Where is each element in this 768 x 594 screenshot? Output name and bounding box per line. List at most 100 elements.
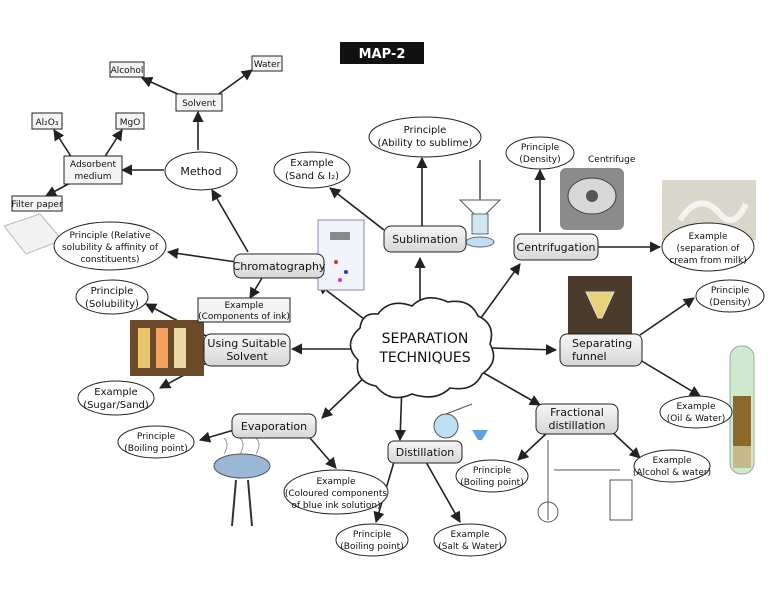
mgo-label: MgO bbox=[120, 118, 141, 128]
separating-funnel-example-line1: Example bbox=[676, 402, 716, 412]
suitable-solvent-example-line1: Example bbox=[94, 387, 137, 398]
center-node: SEPARATION TECHNIQUES bbox=[349, 297, 495, 399]
fractional-distillation-principle-line2: (Boiling point) bbox=[460, 478, 523, 488]
centrifugation-principle-line1: Principle bbox=[521, 143, 560, 153]
chromatography-apparatus-icon bbox=[317, 219, 365, 291]
separating-funnel-image bbox=[568, 276, 632, 334]
sublimation-principle: Principle (Ability to sublime) bbox=[368, 116, 482, 158]
chromatography-filter-paper: Filter paper bbox=[11, 195, 63, 212]
node-chromatography: Chromatography bbox=[233, 253, 326, 279]
sublimation-example-line1: Example bbox=[290, 158, 333, 169]
node-evaporation: Evaporation bbox=[231, 413, 317, 439]
solvent-label: Solvent bbox=[182, 99, 216, 109]
distillation-label: Distillation bbox=[396, 446, 455, 459]
centrifugation-principle-line2: (Density) bbox=[519, 155, 560, 165]
evaporation-principle-line2: (Boiling point) bbox=[124, 444, 187, 454]
chromatography-example-line2: (Components of ink) bbox=[198, 312, 290, 322]
chromatography-alcohol: Alcohol bbox=[109, 61, 145, 78]
water-label: Water bbox=[254, 60, 281, 70]
chromatography-principle-line1: Principle (Relative bbox=[69, 231, 151, 241]
solvent-bottles-image bbox=[130, 320, 204, 376]
node-separating-funnel: Separating funnel bbox=[559, 333, 643, 367]
fractional-distillation-principle: Principle (Boiling point) bbox=[455, 459, 529, 493]
centrifugation-label: Centrifugation bbox=[517, 241, 596, 254]
evaporation-example-line1: Example bbox=[316, 477, 356, 487]
chromatography-principle-line2: solubility & affinity of bbox=[62, 243, 159, 253]
node-distillation: Distillation bbox=[387, 440, 463, 464]
suitable-solvent-principle: Principle (Solubility) bbox=[75, 279, 149, 315]
evaporation-label: Evaporation bbox=[241, 420, 307, 433]
chromatography-principle-line3: constituents) bbox=[80, 255, 139, 265]
distillation-example-line2: (Salt & Water) bbox=[438, 542, 502, 552]
evaporation-burner-icon bbox=[213, 437, 271, 527]
centrifugation-example: Example (separation of cream from milk) bbox=[661, 222, 755, 272]
centrifugation-example-line3: cream from milk) bbox=[669, 256, 746, 266]
evaporation-example-line3: of blue ink solution) bbox=[291, 501, 380, 511]
centrifugation-example-line1: Example bbox=[688, 232, 728, 242]
distillation-example-line1: Example bbox=[450, 530, 490, 540]
fractional-distillation-example-line2: (Alcohol & water) bbox=[633, 468, 711, 478]
filter-paper-label: Filter paper bbox=[11, 200, 63, 210]
fractional-distillation-principle-line1: Principle bbox=[473, 466, 512, 476]
chromatography-water: Water bbox=[251, 55, 283, 72]
node-fractional-distillation: Fractional distillation bbox=[535, 403, 619, 435]
center-line2: TECHNIQUES bbox=[378, 350, 470, 366]
chromatography-solvent: Solvent bbox=[175, 93, 223, 112]
centrifuge-image bbox=[560, 168, 624, 230]
suitable-solvent-principle-line1: Principle bbox=[91, 286, 134, 297]
centrifugation-example-line2: (separation of bbox=[677, 244, 741, 254]
node-centrifugation: Centrifugation bbox=[513, 233, 599, 261]
alcohol-label: Alcohol bbox=[111, 66, 144, 76]
separating-funnel-principle-line2: (Density) bbox=[709, 298, 750, 308]
suitable-solvent-line2: Solvent bbox=[226, 350, 268, 363]
centrifugation-principle: Principle (Density) bbox=[505, 136, 575, 170]
centrifuge-caption: Centrifuge bbox=[588, 155, 636, 165]
chromatography-principle: Principle (Relative solubility & affinit… bbox=[53, 221, 167, 271]
sublimation-example-line2: (Sand & I₂) bbox=[285, 171, 339, 182]
chromatography-al2o3: Al₂O₃ bbox=[31, 112, 63, 130]
center-line1: SEPARATION bbox=[382, 331, 469, 347]
sublimation-principle-line2: (Ability to sublime) bbox=[378, 138, 473, 149]
distillation-principle-line1: Principle bbox=[353, 530, 392, 540]
adsorbent-line1: Adsorbent bbox=[70, 160, 117, 170]
map-title: MAP-2 bbox=[340, 42, 424, 64]
chromatography-label: Chromatography bbox=[233, 260, 326, 273]
sublimation-label: Sublimation bbox=[392, 233, 458, 246]
filter-paper-image bbox=[3, 213, 63, 255]
method-label: Method bbox=[180, 165, 221, 178]
suitable-solvent-example: Example (Sugar/Sand) bbox=[77, 380, 155, 416]
separating-funnel-example: Example (Oil & Water) bbox=[659, 395, 733, 429]
separating-funnel-principle: Principle (Density) bbox=[695, 279, 765, 313]
fractional-distillation-line1: Fractional bbox=[550, 406, 604, 419]
sublimation-principle-line1: Principle bbox=[404, 125, 447, 136]
evaporation-example-line2: (Coloured components bbox=[285, 489, 388, 499]
map-title-text: MAP-2 bbox=[359, 47, 406, 62]
evaporation-example: Example (Coloured components of blue ink… bbox=[283, 469, 389, 515]
fractional-distillation-diagram-icon bbox=[537, 440, 633, 523]
distillation-principle: Principle (Boiling point) bbox=[335, 523, 409, 557]
suitable-solvent-example-line2: (Sugar/Sand) bbox=[83, 400, 149, 411]
test-tube-image bbox=[729, 345, 755, 475]
evaporation-principle-line1: Principle bbox=[137, 432, 176, 442]
al2o3-label: Al₂O₃ bbox=[36, 118, 59, 128]
fractional-distillation-example: Example (Alcohol & water) bbox=[633, 449, 711, 483]
chromatography-adsorbent: Adsorbent medium bbox=[63, 155, 123, 185]
evaporation-principle: Principle (Boiling point) bbox=[117, 425, 195, 459]
chromatography-mgo: MgO bbox=[115, 112, 145, 130]
chromatography-example-line1: Example bbox=[224, 301, 264, 311]
fractional-distillation-line2: distillation bbox=[548, 419, 605, 432]
separating-funnel-example-line2: (Oil & Water) bbox=[667, 414, 725, 424]
suitable-solvent-line1: Using Suitable bbox=[207, 337, 286, 350]
distillation-principle-line2: (Boiling point) bbox=[340, 542, 403, 552]
sublimation-example: Example (Sand & I₂) bbox=[273, 151, 351, 189]
adsorbent-line2: medium bbox=[75, 172, 112, 182]
chromatography-method: Method bbox=[164, 151, 238, 191]
chromatography-example: Example (Components of ink) bbox=[197, 297, 291, 323]
distillation-example: Example (Salt & Water) bbox=[433, 523, 507, 557]
separating-funnel-line1: Separating bbox=[572, 337, 632, 350]
separating-funnel-line2: funnel bbox=[572, 350, 607, 363]
separating-funnel-principle-line1: Principle bbox=[711, 286, 750, 296]
node-sublimation: Sublimation bbox=[383, 225, 467, 253]
fractional-distillation-example-line1: Example bbox=[652, 456, 692, 466]
